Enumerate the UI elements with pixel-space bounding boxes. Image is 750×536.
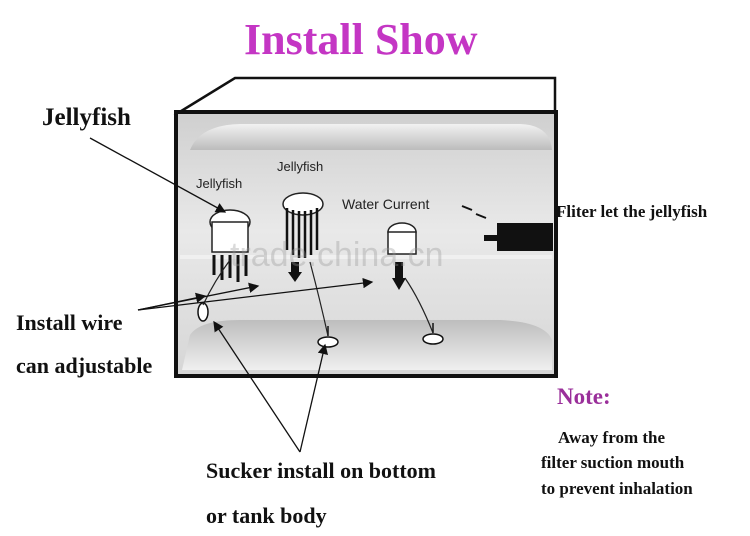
sucker-label-2: or tank body <box>206 503 327 528</box>
note-line-2: filter suction mouth <box>541 453 685 472</box>
callout-lines <box>89 137 374 453</box>
jellyfish-center-label: Jellyfish <box>277 159 324 174</box>
install-wire-label: Install wire <box>16 310 123 335</box>
filter-shape <box>461 205 553 251</box>
sucker-left-wall <box>197 302 209 322</box>
note-line-1: Away from the <box>558 428 666 447</box>
page-title: Install Show <box>244 15 478 64</box>
jellyfish-left-shape <box>209 209 251 282</box>
sucker-label: Sucker install on bottom <box>206 458 437 483</box>
watermark: trade.china.cn <box>230 236 444 274</box>
jellyfish-left-label: Jellyfish <box>196 176 243 191</box>
note-line-3: to prevent inhalation <box>541 479 693 498</box>
water-current-label: Water Current <box>342 196 430 212</box>
note-heading: Note: <box>557 384 611 409</box>
sucker-bottom-2 <box>422 323 444 345</box>
install-wire-label-2: can adjustable <box>16 353 153 378</box>
jellyfish-center-shape <box>282 192 324 282</box>
jellyfish-label: Jellyfish <box>42 104 131 131</box>
filter-label: Fliter let the jellyfish <box>556 202 708 221</box>
water-current-device <box>387 222 417 290</box>
